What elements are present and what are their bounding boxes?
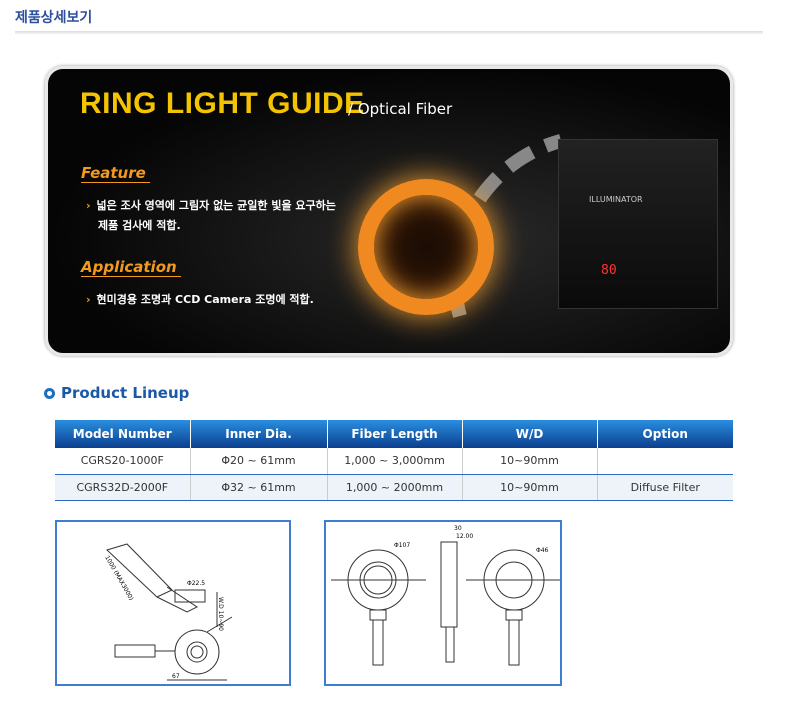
feature-text: 넓은 조사 영역에 그림자 없는 균일한 빛을 요구하는 [96,199,336,212]
column-header: W/D [462,420,598,448]
device-display: 80 [601,263,617,278]
technical-drawing-right: Φ107 30 12.00 Φ46 [324,520,562,686]
cell: 1,000 ~ 2000mm [327,474,463,501]
cell: Φ20 ~ 61mm [190,448,328,475]
arrow-icon: › [86,293,91,306]
application-heading: Application [81,258,181,277]
banner-subtitle: / Optical Fiber [348,100,453,118]
dimension-label: Φ22.5 [187,580,205,587]
device-label: ILLUMINATOR [589,195,643,204]
column-header: Option [597,420,733,448]
dimension-label: 67 [172,673,180,680]
dimension-label: 30 [454,525,462,532]
product-table: Model Number Inner Dia. Fiber Length W/D… [55,420,733,501]
cell: CGRS20-1000F [55,448,191,475]
table-row: CGRS32D-2000F Φ32 ~ 61mm 1,000 ~ 2000mm … [55,474,733,501]
cell: CGRS32D-2000F [55,474,191,501]
feature-line: › 넓은 조사 영역에 그림자 없는 균일한 빛을 요구하는 [86,197,336,213]
column-header: Fiber Length [327,420,463,448]
feature-heading: Feature [81,164,150,183]
cell: Φ32 ~ 61mm [190,474,328,501]
cell [597,448,733,475]
dimension-label: Φ46 [536,547,549,554]
divider [15,31,763,34]
column-header: Inner Dia. [190,420,328,448]
arrow-icon: › [86,199,91,212]
cell: 10~90mm [462,474,598,501]
table-row: CGRS20-1000F Φ20 ~ 61mm 1,000 ~ 3,000mm … [55,448,733,475]
product-banner: ILLUMINATOR 80 RING LIGHT GUIDE / Optica… [45,66,733,356]
column-header: Model Number [55,420,191,448]
application-line: › 현미경용 조명과 CCD Camera 조명에 적합. [86,291,314,307]
bullet-icon [44,387,55,399]
technical-drawing-left: Φ22.5 67 1000 (MAX3000) W.D 10~90 [55,520,291,686]
banner-title: RING LIGHT GUIDE [80,87,365,120]
page-title: 제품상세보기 [15,10,93,26]
feature-line: 제품 검사에 적합. [98,219,181,232]
section-heading: Product Lineup [44,384,189,402]
dimension-label: W.D 10~90 [217,597,224,631]
cell: Diffuse Filter [597,474,733,501]
drawing-svg: Φ22.5 67 1000 (MAX3000) W.D 10~90 [103,543,233,681]
dimension-label: 12.00 [456,533,473,540]
dimension-label: Φ107 [394,542,410,549]
cell: 10~90mm [462,448,598,475]
drawing-svg: Φ107 30 12.00 Φ46 [331,525,560,666]
illuminator-image: ILLUMINATOR 80 [558,139,718,309]
lineup-heading: Product Lineup [61,384,190,402]
cell: 1,000 ~ 3,000mm [327,448,463,475]
ring-light-image [358,179,494,315]
application-text: 현미경용 조명과 CCD Camera 조명에 적합. [96,293,314,306]
